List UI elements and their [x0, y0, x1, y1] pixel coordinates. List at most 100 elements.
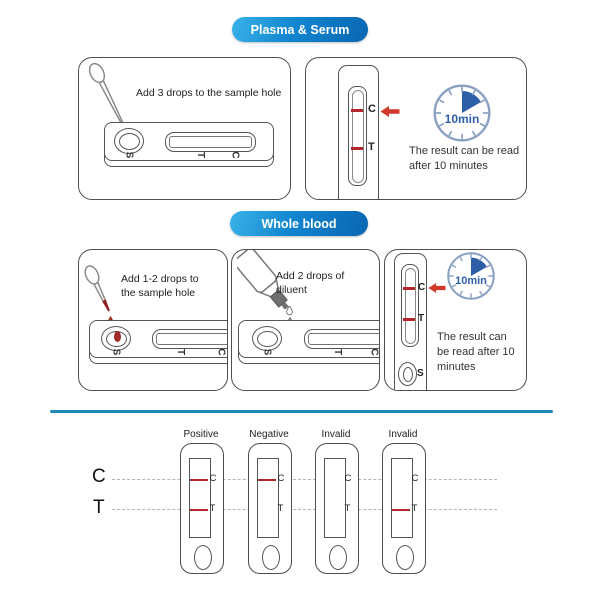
test-cassette: S T C — [104, 122, 274, 161]
sample-hole — [396, 545, 414, 570]
control-line-label: C — [344, 473, 352, 484]
diluent-panel: Add 2 drops of diluent S T C — [231, 249, 380, 391]
plasma-serum-badge-label: Plasma & Serum — [250, 22, 350, 37]
instruction-line: Add 1-2 drops to — [121, 273, 199, 285]
whole-blood-instruction-text: Add 1-2 drops to the sample hole — [121, 272, 199, 300]
plasma-instruction-text: Add 3 drops to the sample hole — [136, 87, 282, 99]
result-cassette-label: Invalid — [321, 429, 351, 440]
whole-blood-sample-panel: Add 1-2 drops to the sample hole S T C — [78, 249, 228, 391]
test-line — [392, 509, 410, 512]
result-text: The result can be read after 10 minutes — [409, 144, 519, 174]
diluent-bottle-icon — [237, 250, 289, 310]
control-line-label: C — [368, 348, 380, 356]
result-window-inner — [156, 333, 227, 345]
test-line — [350, 147, 363, 150]
test-line — [403, 318, 415, 321]
test-line-label: T — [277, 503, 284, 514]
divider-line — [50, 410, 553, 413]
control-line-label: C — [418, 282, 426, 293]
result-window — [257, 458, 279, 538]
instruction-line: Add 2 drops of — [276, 270, 345, 282]
test-line-label: T — [411, 503, 418, 514]
whole-blood-badge-label: Whole blood — [261, 216, 337, 231]
sample-hole — [398, 362, 417, 386]
sample-hole-inner — [402, 366, 413, 382]
plasma-serum-badge: Plasma & Serum — [232, 17, 368, 42]
result-window-inner — [308, 333, 379, 345]
sample-hole — [194, 545, 212, 570]
arrow-left-icon — [380, 106, 400, 117]
plasma-step-panel: Add 3 drops to the sample hole S T C — [78, 57, 291, 200]
result-window — [304, 329, 379, 349]
instruction-line: diluent — [276, 284, 307, 296]
result-window — [391, 458, 413, 538]
whole-blood-badge: Whole blood — [230, 211, 368, 236]
blood-drop-in-hole — [114, 331, 121, 342]
result-cassette-negative: C T — [248, 443, 292, 574]
clock-icon: 10min — [432, 83, 492, 143]
test-cassette: S T C — [238, 320, 380, 358]
test-cassette: S T C — [89, 320, 227, 358]
result-cassette-label: Negative — [249, 429, 289, 440]
sample-hole-label: S — [261, 348, 273, 356]
result-window — [324, 458, 346, 538]
result-window — [189, 458, 211, 538]
diluent-instruction-text: Add 2 drops of diluent — [276, 269, 344, 297]
plasma-result-panel: C T 10min The result can be read after 1… — [305, 57, 527, 200]
sample-hole-label: S — [110, 348, 122, 356]
test-line-label: T — [344, 503, 351, 514]
test-strip-window — [348, 86, 367, 186]
test-strip-window — [401, 264, 419, 347]
result-cassette-label: Positive — [183, 429, 219, 440]
control-line-label: C — [215, 348, 227, 356]
clock-label: 10min — [444, 112, 480, 126]
result-window — [152, 329, 227, 349]
sample-hole-inner — [256, 330, 278, 347]
sample-hole — [329, 545, 347, 570]
result-cassette-positive: C T — [180, 443, 224, 574]
test-line-label: T — [209, 503, 216, 514]
result-text-line: The result can — [437, 331, 507, 343]
result-window-inner — [169, 136, 252, 148]
test-line-label: T — [332, 348, 344, 356]
control-line-label: C — [229, 151, 241, 159]
clock-label: 10min — [455, 275, 487, 287]
result-text: The result can be read after 10 minutes — [437, 330, 515, 375]
result-cassette-label: Invalid — [388, 429, 418, 440]
test-line-label: T — [368, 141, 375, 153]
result-text-line: The result can be read — [409, 145, 520, 157]
test-strip — [351, 89, 364, 183]
control-line-label: C — [411, 473, 419, 484]
sample-hole-label: S — [417, 368, 424, 379]
result-text-line: after 10 minutes — [409, 160, 488, 172]
sample-hole — [262, 545, 280, 570]
control-line-label: C — [209, 473, 217, 484]
sample-hole-label: S — [123, 151, 135, 159]
control-line-label: C — [368, 103, 376, 115]
test-line-label: T — [418, 313, 425, 324]
clock-icon: 10min — [446, 251, 496, 301]
result-cassette-invalid-1: C T — [315, 443, 359, 574]
sample-hole-inner — [118, 132, 140, 150]
arrow-left-icon — [428, 283, 446, 293]
control-line-label: C — [277, 473, 285, 484]
instruction-line: the sample hole — [121, 287, 196, 299]
result-text-line: be read after 10 — [437, 346, 515, 358]
dotted-line-t — [112, 509, 497, 510]
control-line — [350, 109, 363, 112]
test-line-label: T — [175, 348, 187, 356]
control-line — [403, 287, 415, 290]
whole-blood-result-panel: C T S 10min The result can be read after… — [384, 249, 527, 391]
test-strip — [404, 267, 416, 344]
results-row-label-t: T — [93, 497, 105, 518]
test-line — [190, 509, 208, 512]
result-text-line: minutes — [437, 361, 476, 373]
results-row-label-c: C — [92, 466, 106, 487]
result-cassette-invalid-2: C T — [382, 443, 426, 574]
result-window — [165, 132, 256, 152]
control-line — [258, 479, 276, 482]
test-line-label: T — [195, 151, 207, 159]
dotted-line-c — [112, 479, 497, 480]
sample-hole — [252, 326, 282, 351]
